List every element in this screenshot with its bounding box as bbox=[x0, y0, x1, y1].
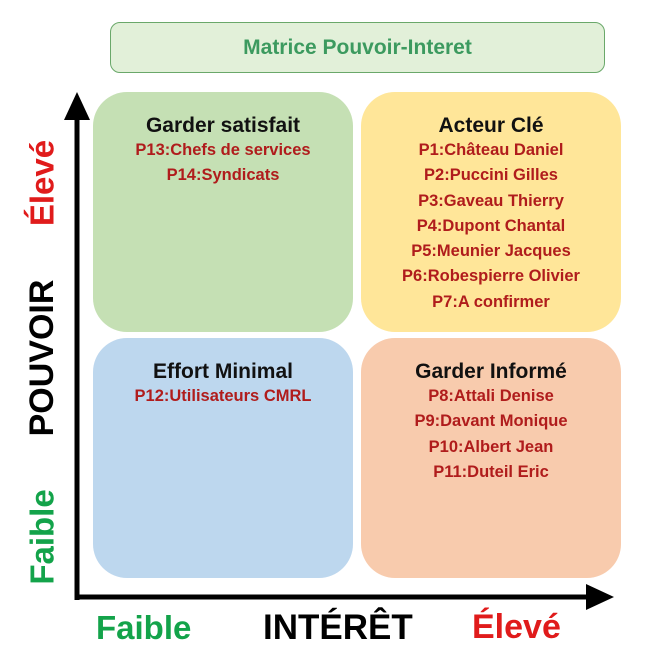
stakeholder-item: P13:Chefs de services bbox=[135, 141, 311, 159]
stakeholder-item: P14:Syndicats bbox=[166, 166, 280, 185]
stakeholder-item: P4:Dupont Chantal bbox=[416, 216, 566, 235]
x-axis-low-label: Faible bbox=[96, 609, 192, 646]
stakeholder-item: P12:Utilisateurs CMRL bbox=[134, 387, 312, 405]
matrix-title-box: Matrice Pouvoir-Interet bbox=[110, 22, 605, 73]
y-axis-arrowhead bbox=[64, 92, 90, 120]
x-axis-title: INTÉRÊT bbox=[263, 608, 413, 647]
stakeholder-item: P1:Château Daniel bbox=[418, 141, 564, 159]
stakeholder-item: P7:A confirmer bbox=[432, 292, 550, 311]
y-axis-high-label: Élevé bbox=[23, 139, 61, 227]
matrix-title: Matrice Pouvoir-Interet bbox=[243, 35, 472, 59]
stakeholder-item: P10:Albert Jean bbox=[428, 437, 554, 456]
y-axis-low-label: Faible bbox=[23, 489, 61, 585]
quadrant-title: Effort Minimal bbox=[153, 360, 293, 383]
stakeholder-item: P11:Duteil Eric bbox=[433, 462, 549, 481]
stakeholder-list: P12:Utilisateurs CMRL bbox=[93, 384, 353, 409]
x-axis-arrowhead bbox=[586, 584, 614, 610]
stakeholder-item: P2:Puccini Gilles bbox=[424, 166, 558, 185]
stakeholder-item: P5:Meunier Jacques bbox=[411, 242, 571, 261]
stakeholder-item: P8:Attali Denise bbox=[428, 387, 554, 405]
quadrant-title: Acteur Clé bbox=[438, 114, 544, 137]
stakeholder-item: P9:Davant Monique bbox=[414, 412, 568, 431]
quadrant-title: Garder satisfait bbox=[145, 114, 301, 137]
stakeholder-item: P6:Robespierre Olivier bbox=[402, 267, 580, 286]
quadrant-minimal-effort: Effort Minimal P12:Utilisateurs CMRL bbox=[93, 338, 353, 578]
y-axis-title: POUVOIR bbox=[23, 279, 61, 437]
x-axis-high-label: Élevé bbox=[472, 608, 561, 646]
stakeholder-item: P3:Gaveau Thierry bbox=[418, 191, 564, 210]
quadrant-title: Garder Informé bbox=[415, 360, 567, 383]
